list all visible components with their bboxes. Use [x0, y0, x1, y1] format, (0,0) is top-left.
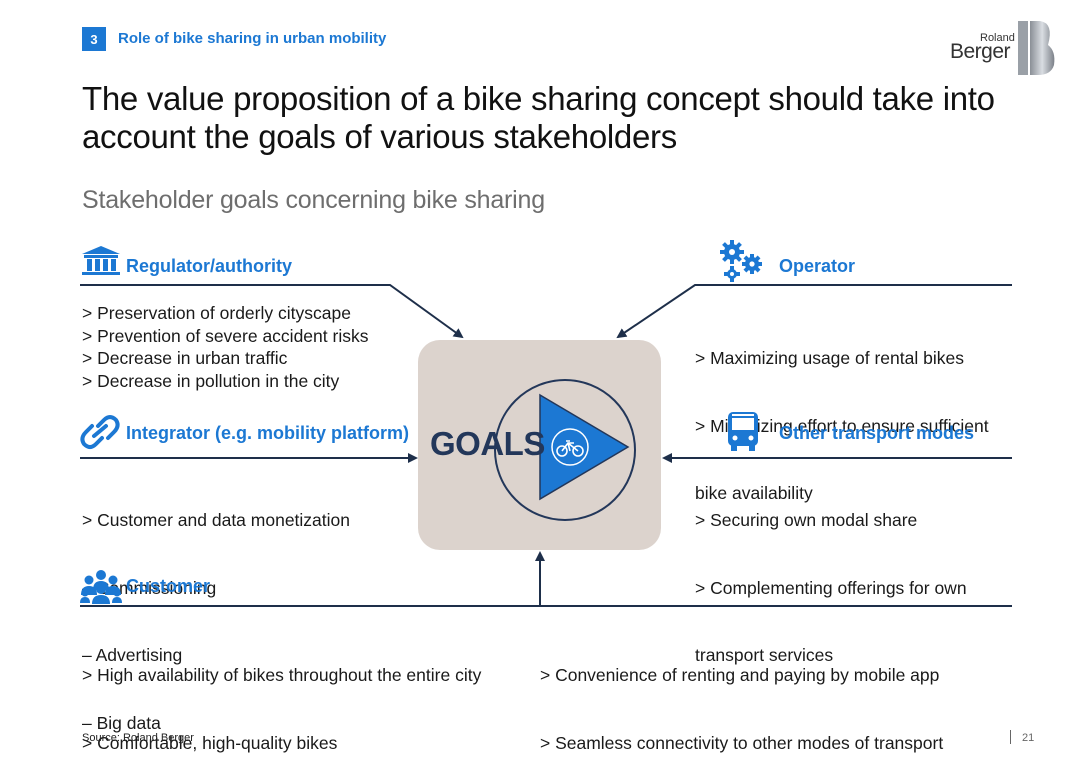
- goals-target-icon: [494, 379, 636, 521]
- list-item: > Complementing offerings for own: [695, 577, 967, 598]
- gears-icon: [720, 240, 762, 282]
- list-item: > Seamless connectivity to other modes o…: [540, 732, 944, 753]
- regulator-heading: Regulator/authority: [126, 256, 293, 276]
- list-item: > Prevention of severe accident risks: [82, 325, 369, 346]
- section-title: Role of bike sharing in urban mobility: [118, 30, 387, 47]
- goals-label: GOALS: [430, 425, 545, 462]
- transport-goals-list: > Securing own modal share > Complementi…: [695, 464, 967, 689]
- logo-text-berger: Berger: [950, 40, 1011, 63]
- page-divider: [1010, 730, 1011, 744]
- section-number-badge: 3: [82, 27, 106, 51]
- list-item: > Decrease in pollution in the city: [82, 370, 340, 391]
- list-item: > High availability of bikes throughout …: [82, 665, 482, 685]
- bus-icon: [728, 412, 758, 451]
- page-number: 21: [1022, 732, 1035, 744]
- list-item: – Commissioning: [82, 577, 217, 598]
- source-note: Source: Roland Berger: [82, 732, 194, 744]
- list-item: bike availability: [695, 483, 813, 503]
- page-subtitle: Stakeholder goals concerning bike sharin…: [82, 186, 545, 214]
- transport-heading: Other transport modes: [779, 423, 975, 443]
- list-item: – Big data: [82, 712, 161, 733]
- list-item: – Advertising: [82, 645, 183, 665]
- customer-heading: Customer: [126, 576, 211, 596]
- list-item: transport services: [695, 645, 834, 665]
- link-icon: [80, 415, 120, 449]
- list-item: > Convenience of renting and paying by m…: [540, 665, 940, 685]
- integrator-heading: Integrator (e.g. mobility platform): [126, 423, 410, 443]
- people-group-icon: [80, 570, 122, 604]
- operator-heading: Operator: [779, 256, 856, 276]
- regulator-goals-list: > Preservation of orderly cityscape > Pr…: [82, 302, 368, 392]
- list-item: > Maximizing usage of rental bikes: [695, 348, 964, 368]
- page-title: The value proposition of a bike sharing …: [82, 80, 995, 155]
- customer-goals-list-right: > Convenience of renting and paying by m…: [540, 619, 943, 777]
- logo-text-roland: Roland: [980, 32, 1015, 44]
- government-building-icon: [82, 246, 120, 275]
- customer-goals-list-left: > High availability of bikes throughout …: [82, 619, 481, 777]
- list-item: > Minimizing effort to ensure sufficient: [695, 415, 989, 436]
- roland-berger-logo-icon: [1018, 21, 1055, 75]
- operator-goals-list: > Maximizing usage of rental bikes > Min…: [695, 302, 989, 527]
- list-item: > Securing own modal share: [695, 510, 918, 530]
- connector-lines: [80, 284, 1012, 607]
- list-item: > Preservation of orderly cityscape: [82, 303, 351, 323]
- list-item: > Customer and data monetization: [82, 510, 351, 530]
- list-item: > Decrease in urban traffic: [82, 348, 288, 368]
